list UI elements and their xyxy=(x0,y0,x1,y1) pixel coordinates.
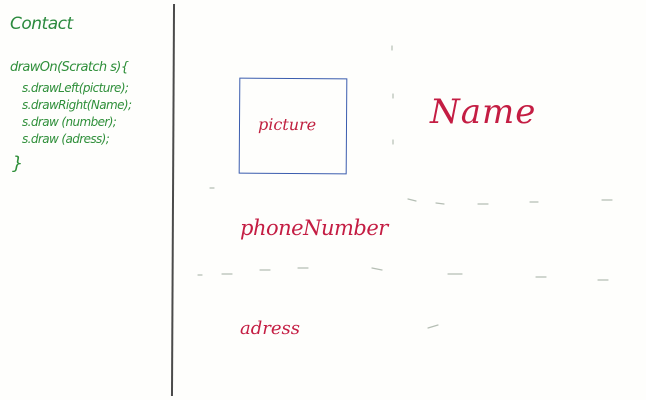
guide-mark xyxy=(427,324,439,329)
code-line: s.drawLeft(picture); xyxy=(22,81,129,95)
code-line: s.draw (number); xyxy=(22,115,117,129)
address-label: adress xyxy=(240,318,300,339)
code-line: s.drawRight(Name); xyxy=(22,98,132,112)
guide-mark xyxy=(407,198,417,202)
phone-number-label: phoneNumber xyxy=(240,216,388,240)
code-line: s.draw (adress); xyxy=(22,132,110,146)
guide-mark xyxy=(435,202,445,205)
guide-mark xyxy=(371,267,383,271)
code-line: drawOn(Scratch s){ xyxy=(10,60,129,75)
code-line: } xyxy=(12,153,23,174)
code-title: Contact xyxy=(10,14,73,34)
name-label: Name xyxy=(430,92,537,132)
code-block: drawOn(Scratch s){ s.drawLeft(picture); … xyxy=(10,60,132,178)
